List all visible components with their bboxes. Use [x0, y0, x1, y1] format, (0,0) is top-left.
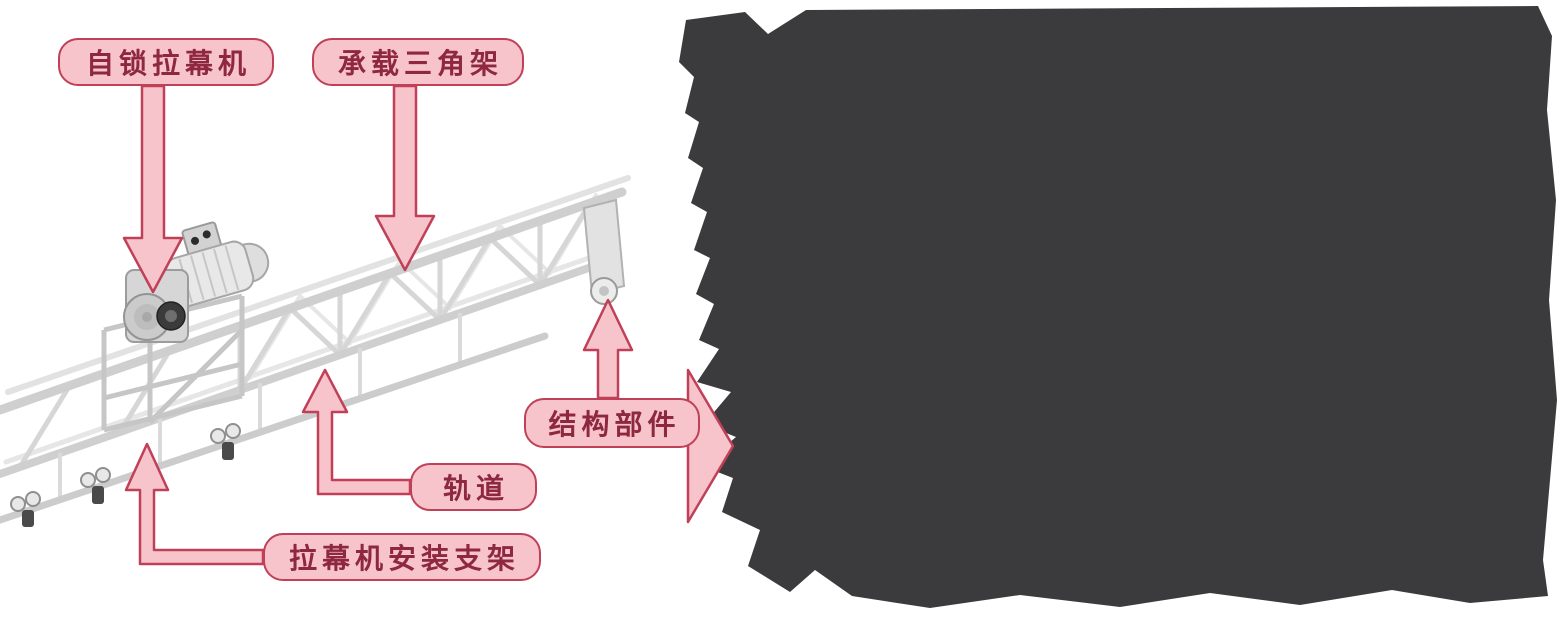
rail-trolley-2 — [80, 467, 111, 504]
truss-lattice — [237, 200, 593, 393]
truss-back-top-chord — [5, 175, 631, 395]
trolley-wheel — [10, 496, 26, 512]
trolley-wheel — [225, 423, 241, 439]
callout-track: 轨道 — [410, 463, 537, 511]
junction-box-knob — [191, 236, 200, 245]
junction-box-knob — [202, 230, 211, 239]
end-bracket — [582, 198, 626, 333]
trolley-wheel — [25, 491, 41, 507]
curtain-machine-motor — [123, 221, 270, 343]
callout-label: 承载三角架 — [337, 47, 503, 80]
truss-bottom-chord — [0, 260, 604, 478]
end-plate — [582, 198, 626, 296]
rail-trolley-3 — [210, 423, 241, 460]
arrow-self-locking-curtain-machine — [122, 84, 184, 294]
callout-label: 轨道 — [442, 472, 509, 505]
arrow-load-bearing-triangle-truss — [374, 84, 436, 272]
arrow-track — [301, 368, 412, 496]
truss-top-chord — [0, 187, 627, 415]
arrow-structural-parts-up — [582, 298, 634, 400]
drive-pulley-hub — [165, 310, 177, 322]
callout-arrows — [122, 84, 735, 566]
callout-structural-parts: 结构部件 — [524, 398, 700, 448]
truss-back-bottom-chord — [3, 249, 609, 465]
callout-load-bearing-triangle-truss: 承载三角架 — [312, 38, 524, 86]
callout-label: 拉幕机安装支架 — [288, 542, 520, 575]
trolley-hook — [222, 442, 234, 460]
callout-label: 结构部件 — [548, 408, 681, 441]
trolley-hook — [22, 510, 34, 527]
trolley-hook — [92, 486, 104, 504]
motor-cooling-ribs — [178, 245, 240, 304]
callout-curtain-machine-mounting-bracket: 拉幕机安装支架 — [263, 533, 541, 581]
arrow-mounting-bracket — [124, 442, 265, 566]
callout-label: 自锁拉幕机 — [85, 47, 251, 80]
rail-trolley-1 — [10, 491, 41, 527]
track-rail-tube — [0, 332, 549, 524]
callout-self-locking-curtain-machine: 自锁拉幕机 — [58, 38, 274, 86]
trolley-wheel — [80, 472, 96, 488]
rail-track — [0, 313, 549, 527]
redacted-text-block — [679, 6, 1557, 608]
rail-hangers — [58, 313, 462, 500]
gearbox-shaft — [142, 312, 152, 322]
return-pulley-hub — [599, 286, 609, 296]
trolley-wheel — [210, 428, 226, 444]
trolley-wheel — [95, 467, 111, 483]
